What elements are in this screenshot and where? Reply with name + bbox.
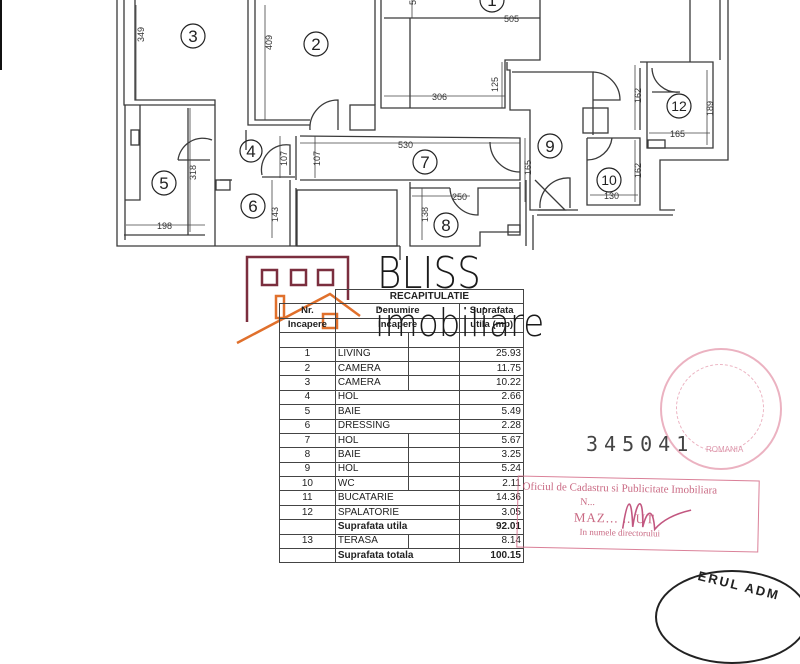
signature-icon [621, 503, 692, 532]
room-label-4: 4 [246, 142, 255, 161]
recap-table: RECAPITULATIE Nr. Denumire Suprafata Inc… [279, 288, 525, 564]
serial-number: 345041 [586, 432, 695, 456]
dim-room2-height: 409 [264, 35, 274, 50]
dim-bath8-height: 138 [420, 207, 430, 222]
dim-bath8-width: 250 [452, 192, 467, 202]
header-nr: Nr. [279, 303, 336, 319]
dim-bath5-width: 198 [157, 221, 172, 231]
room-label-2: 2 [311, 35, 320, 54]
room-label-5: 5 [159, 174, 168, 193]
room-label-1: 1 [487, 0, 496, 10]
room-label-6: 6 [248, 197, 257, 216]
logo-brand: BLISS [377, 248, 481, 299]
room-label-10: 10 [601, 172, 617, 188]
room-label-7: 7 [420, 153, 429, 172]
floor-plan-drawing: 349 409 505 306 125 5 530 107 107 318 19… [0, 0, 729, 345]
dim-wc10-width: 130 [604, 191, 619, 201]
dim-hall7-width: 107 [312, 151, 322, 166]
room-label-8: 8 [441, 216, 450, 235]
dim-room1-step: 125 [490, 77, 500, 92]
dim-room1-width: 505 [504, 14, 519, 24]
room-label-3: 3 [188, 27, 197, 46]
dim-room3-height: 349 [136, 27, 146, 42]
dim-hall9-height: 165 [523, 160, 533, 175]
header-nr2: Incapere [279, 317, 336, 334]
dim-room1-partial: 5 [408, 0, 418, 5]
ministry-stamp: ERUL ADM [655, 568, 800, 664]
dim-room1-lower: 306 [432, 92, 447, 102]
dim-laundry12-side: 162 [633, 88, 643, 103]
dim-wc10-height: 162 [633, 163, 643, 178]
room-label-12: 12 [671, 98, 687, 114]
stamp-line-2: N... [580, 496, 596, 509]
dim-bath5-height: 318 [188, 165, 198, 180]
dim-laundry12-width: 165 [670, 129, 685, 139]
round-stamp-inner [676, 364, 764, 452]
cadastre-stamp: Oficiul de Cadastru si Publicitate Imobi… [516, 475, 760, 553]
logo-tagline: imobiliare [375, 301, 545, 345]
round-stamp: ROMANIA [660, 348, 782, 470]
round-stamp-label: ROMANIA [706, 445, 744, 454]
dim-dressing6-height: 143 [270, 207, 280, 222]
dim-laundry12-height: 189 [705, 101, 715, 116]
dim-hall7-length: 530 [398, 140, 413, 150]
dim-hall4-width: 107 [279, 151, 289, 166]
room-label-9: 9 [545, 137, 554, 156]
